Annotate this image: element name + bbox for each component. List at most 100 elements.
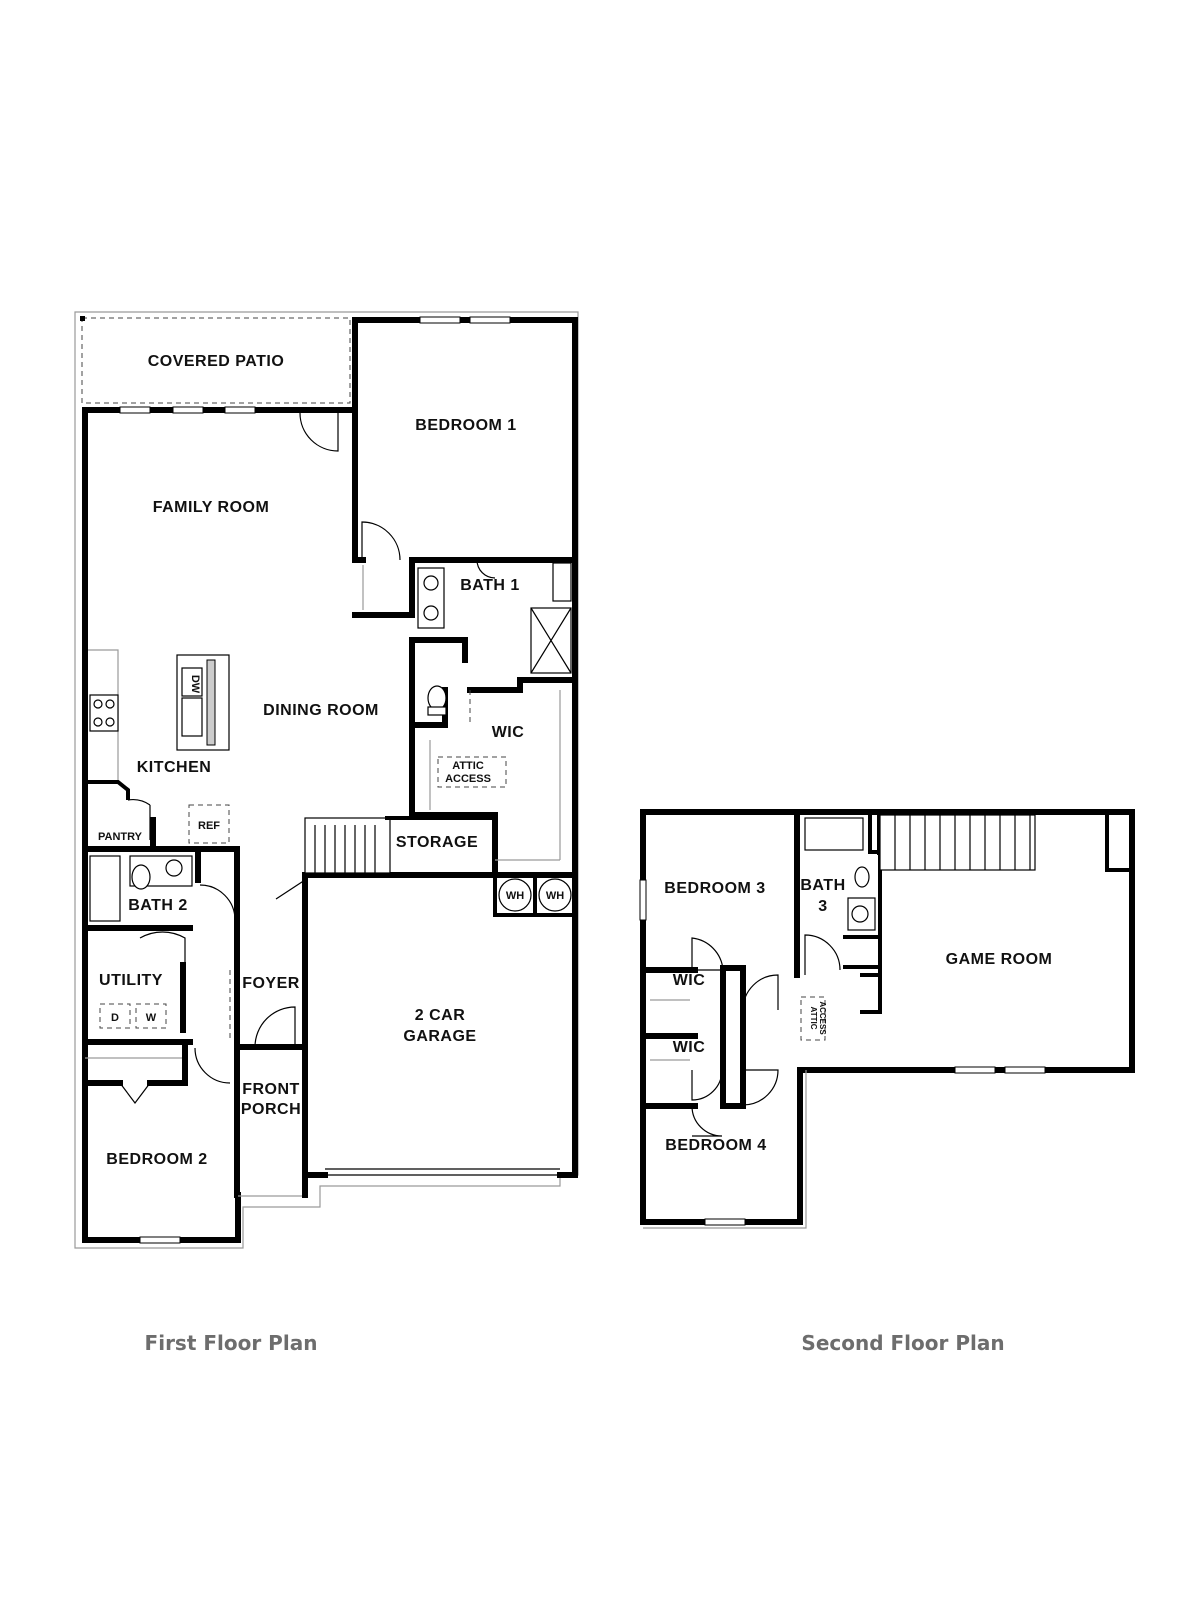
window <box>224 406 256 414</box>
bedroom4-door-swing <box>742 1069 779 1106</box>
first-floor-outline <box>74 311 579 1249</box>
bedroom2-door-swing <box>194 1047 231 1084</box>
storage-label: STORAGE <box>396 834 478 851</box>
stairs <box>304 817 391 874</box>
dining-room-label: DINING ROOM <box>263 702 379 719</box>
refrigerator-space <box>188 804 230 844</box>
bedroom4-closet-swing <box>691 1105 723 1137</box>
sink-icon <box>851 905 869 923</box>
pantry-wall <box>88 780 130 800</box>
burner <box>93 699 103 709</box>
wic-label: WIC <box>492 724 525 741</box>
washer-label: W <box>146 1012 157 1024</box>
wic-1-label: WIC <box>673 972 706 989</box>
stairs <box>879 814 1036 871</box>
water-heater-icon <box>498 878 532 912</box>
wic-west-wall <box>409 722 498 873</box>
bath1-north-wall <box>352 557 578 618</box>
front-door-swing <box>254 1006 296 1048</box>
wic-divider <box>720 965 746 1109</box>
bath1-door-swing <box>476 559 496 579</box>
window <box>469 316 511 324</box>
garage-door <box>325 1168 560 1176</box>
attic-access-label-line1: ATTIC <box>452 760 484 772</box>
water-heater-label: WH <box>546 890 564 902</box>
covered-patio-area <box>81 317 351 404</box>
garage-label-line1: 2 CAR <box>415 1007 466 1024</box>
bedroom-3-label: BEDROOM 3 <box>664 880 765 897</box>
bath-3-label-line1: BATH <box>800 877 845 894</box>
stair-treads <box>314 825 376 873</box>
first-floor-caption: First Floor Plan <box>145 1331 318 1355</box>
toilet-tank <box>427 706 447 716</box>
utility-label: UTILITY <box>99 972 163 989</box>
window <box>172 406 204 414</box>
burner <box>105 699 115 709</box>
covered-patio-label: COVERED PATIO <box>148 353 285 370</box>
linen-closet <box>552 562 572 602</box>
window <box>419 316 461 324</box>
window <box>119 406 151 414</box>
bath3-door-swing <box>804 934 841 975</box>
shower-cross <box>530 607 572 674</box>
burner <box>105 717 115 727</box>
sink-icon <box>423 575 439 591</box>
water-heater-closets <box>493 875 575 917</box>
front-porch-label-line1: FRONT <box>242 1081 300 1098</box>
window <box>639 879 647 921</box>
bedroom3-door-swing <box>691 937 724 971</box>
attic-access-box <box>437 756 507 788</box>
second-floor-plan: BEDROOM 3 BATH 3 GAME ROOM WIC WIC ATTIC… <box>639 809 1135 1355</box>
bath-2-label: BATH 2 <box>128 897 188 914</box>
first-floor-plan: COVERED PATIO BEDROOM 1 FAMILY ROOM BATH… <box>74 311 579 1355</box>
family-room-label: FAMILY ROOM <box>153 499 270 516</box>
sink-icon <box>423 605 439 621</box>
garage-label-line2: GARAGE <box>403 1028 476 1045</box>
island-sink <box>181 697 203 737</box>
bedroom1-exterior-wall <box>352 317 578 1178</box>
wic-north-wall <box>467 677 578 693</box>
hall-door-swing <box>742 974 779 1011</box>
foyer-label: FOYER <box>242 975 300 992</box>
closet-door <box>119 1082 151 1104</box>
window <box>954 1066 996 1074</box>
water-heater-icon <box>538 878 572 912</box>
linen-closet <box>860 973 882 1014</box>
bedroom-4-label: BEDROOM 4 <box>665 1137 766 1154</box>
closet-shelves <box>650 999 690 1061</box>
tub-icon <box>804 817 864 851</box>
window <box>704 1218 746 1226</box>
stair-treads <box>894 815 1031 870</box>
bath-1-label: BATH 1 <box>460 577 520 594</box>
garage-door-swing <box>275 878 306 912</box>
water-heater-label: WH <box>506 890 524 902</box>
toilet-icon <box>854 866 870 888</box>
wic-door-swing <box>691 1069 723 1101</box>
bath3-east-wall <box>868 812 882 975</box>
sink-icon <box>165 859 183 877</box>
dishwasher <box>181 667 203 697</box>
wic-walls <box>640 967 698 1109</box>
dishwasher-label: DW <box>189 675 201 694</box>
second-floor-caption: Second Floor Plan <box>801 1331 1004 1355</box>
bedroom-1-label: BEDROOM 1 <box>415 417 516 434</box>
attic-access-label-line1: ATTIC <box>809 1007 818 1030</box>
patio-door-swing <box>299 412 339 452</box>
toilet-icon <box>131 864 151 890</box>
bath-3-label-line2: 3 <box>818 898 827 915</box>
patio-post <box>80 316 85 321</box>
dryer-label: D <box>111 1012 119 1024</box>
front-porch-label-line2: PORCH <box>241 1101 301 1118</box>
bath2-door-swing <box>199 884 236 921</box>
second-floor-outline <box>643 1070 807 1229</box>
kitchen-label: KITCHEN <box>137 759 212 776</box>
wic-2-label: WIC <box>673 1039 706 1056</box>
wic-shelves <box>429 690 561 861</box>
pantry-label: PANTRY <box>98 831 143 843</box>
ref-label: REF <box>198 820 220 832</box>
bedroom-2-label: BEDROOM 2 <box>106 1151 207 1168</box>
window <box>139 1236 181 1244</box>
attic-access-label-line2: ACCESS <box>818 1001 827 1035</box>
closet-wall <box>1105 815 1129 872</box>
